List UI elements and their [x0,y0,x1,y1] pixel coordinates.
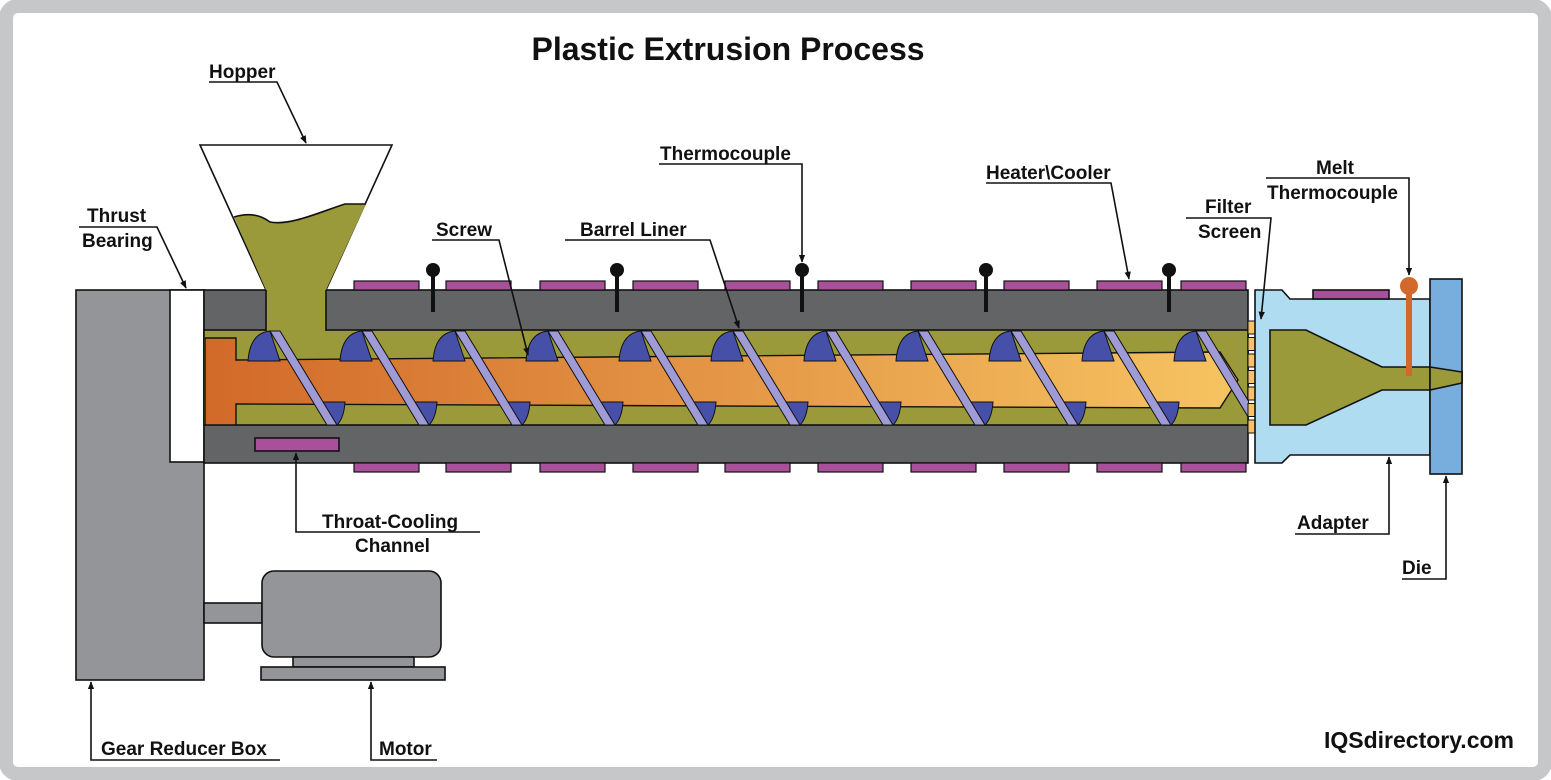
screw-flight [454,330,523,425]
heater-band-top [445,280,512,291]
label-gear-reducer-box: Gear Reducer Box [101,739,267,760]
diagram-title: Plastic Extrusion Process [531,31,924,67]
heater-band-bottom [445,462,512,473]
label-filter-screen-1: Filter [1205,197,1252,218]
heater-band-top [1003,280,1070,291]
label-throat-cooling-2: Channel [355,536,430,557]
leader-adapter [1295,456,1393,535]
thermocouple-head [610,263,624,277]
label-heater-cooler: Heater\Cooler [986,163,1111,184]
screw-flight [1195,330,1248,418]
leader-hopper [209,81,307,144]
label-screw: Screw [436,220,492,241]
leader-thrust-bearing [79,226,187,289]
screw-flight [269,330,338,425]
label-thrust-bearing-1: Thrust [87,206,147,227]
screw [205,330,1248,425]
thermocouple-head [1162,263,1176,277]
heater-band-bottom [539,462,606,473]
heater-band-top [817,280,884,291]
screw-flight [732,330,801,425]
label-melt-thermocouple-1: Melt [1316,158,1355,179]
melt-thermocouple-probe [1406,288,1412,376]
thrust-bearing [169,289,205,463]
leader-melt-thermocouple [1266,177,1413,276]
heater-band-bottom [724,462,791,473]
thermocouple-probe [615,270,619,312]
heater-band-top [1096,280,1163,291]
heater-band-bottom [353,462,420,473]
motor-foot [292,656,415,668]
label-thermocouple: Thermocouple [660,144,791,165]
thermocouple-probe [984,270,988,312]
leader-motor [367,681,437,761]
heater-band-top [724,280,791,291]
heater-bands [353,280,1247,473]
label-motor: Motor [379,739,432,760]
leader-screw [432,239,530,356]
leader-barrel-liner [565,239,740,329]
screw-flight [917,330,986,425]
label-thrust-bearing-2: Bearing [82,231,153,252]
label-melt-thermocouple-2: Thermocouple [1267,183,1398,204]
thermocouple-head [979,263,993,277]
label-throat-cooling-1: Throat-Cooling [322,512,458,533]
leader-filter-screen [1186,217,1272,320]
screw-flight [547,330,616,425]
leader-thermocouple [659,163,806,263]
heater-band-top [539,280,606,291]
adapter-heater [1312,289,1390,300]
thermocouple-head [426,263,440,277]
thermocouple-probe [800,270,804,312]
heater-band-bottom [1180,462,1247,473]
label-adapter: Adapter [1297,513,1369,534]
leader-heater-cooler [986,182,1131,280]
leader-throat-cooling [292,452,480,533]
heater-band-top [910,280,977,291]
label-hopper: Hopper [209,62,276,83]
heater-band-bottom [1096,462,1163,473]
motor-base [260,666,446,681]
screw-flight [361,330,430,425]
thermocouple-head [795,263,809,277]
thermocouples [426,263,1176,312]
thermocouple-probe [431,270,435,312]
label-filter-screen-2: Screen [1198,222,1261,243]
heater-band-top [632,280,699,291]
heater-band-bottom [910,462,977,473]
heater-band-top [1180,280,1247,291]
label-barrel-liner: Barrel Liner [580,220,687,241]
heater-band-top [353,280,420,291]
throat-cooling-channel [254,437,340,452]
motor [261,570,442,658]
screw-flight [640,330,709,425]
thermocouple-probe [1167,270,1171,312]
screw-flight [1010,330,1079,425]
heater-band-bottom [632,462,699,473]
screw-flight [825,330,894,425]
melt-thermocouple-head [1400,277,1418,295]
leader-die [1402,475,1450,580]
label-die: Die [1402,558,1432,579]
motor-shaft [203,602,263,624]
heater-band-bottom [817,462,884,473]
leader-gear-reducer-box [87,681,280,761]
heater-band-bottom [1003,462,1070,473]
brand-watermark: IQSdirectory.com [1324,727,1514,753]
screw-flight [1103,330,1172,425]
